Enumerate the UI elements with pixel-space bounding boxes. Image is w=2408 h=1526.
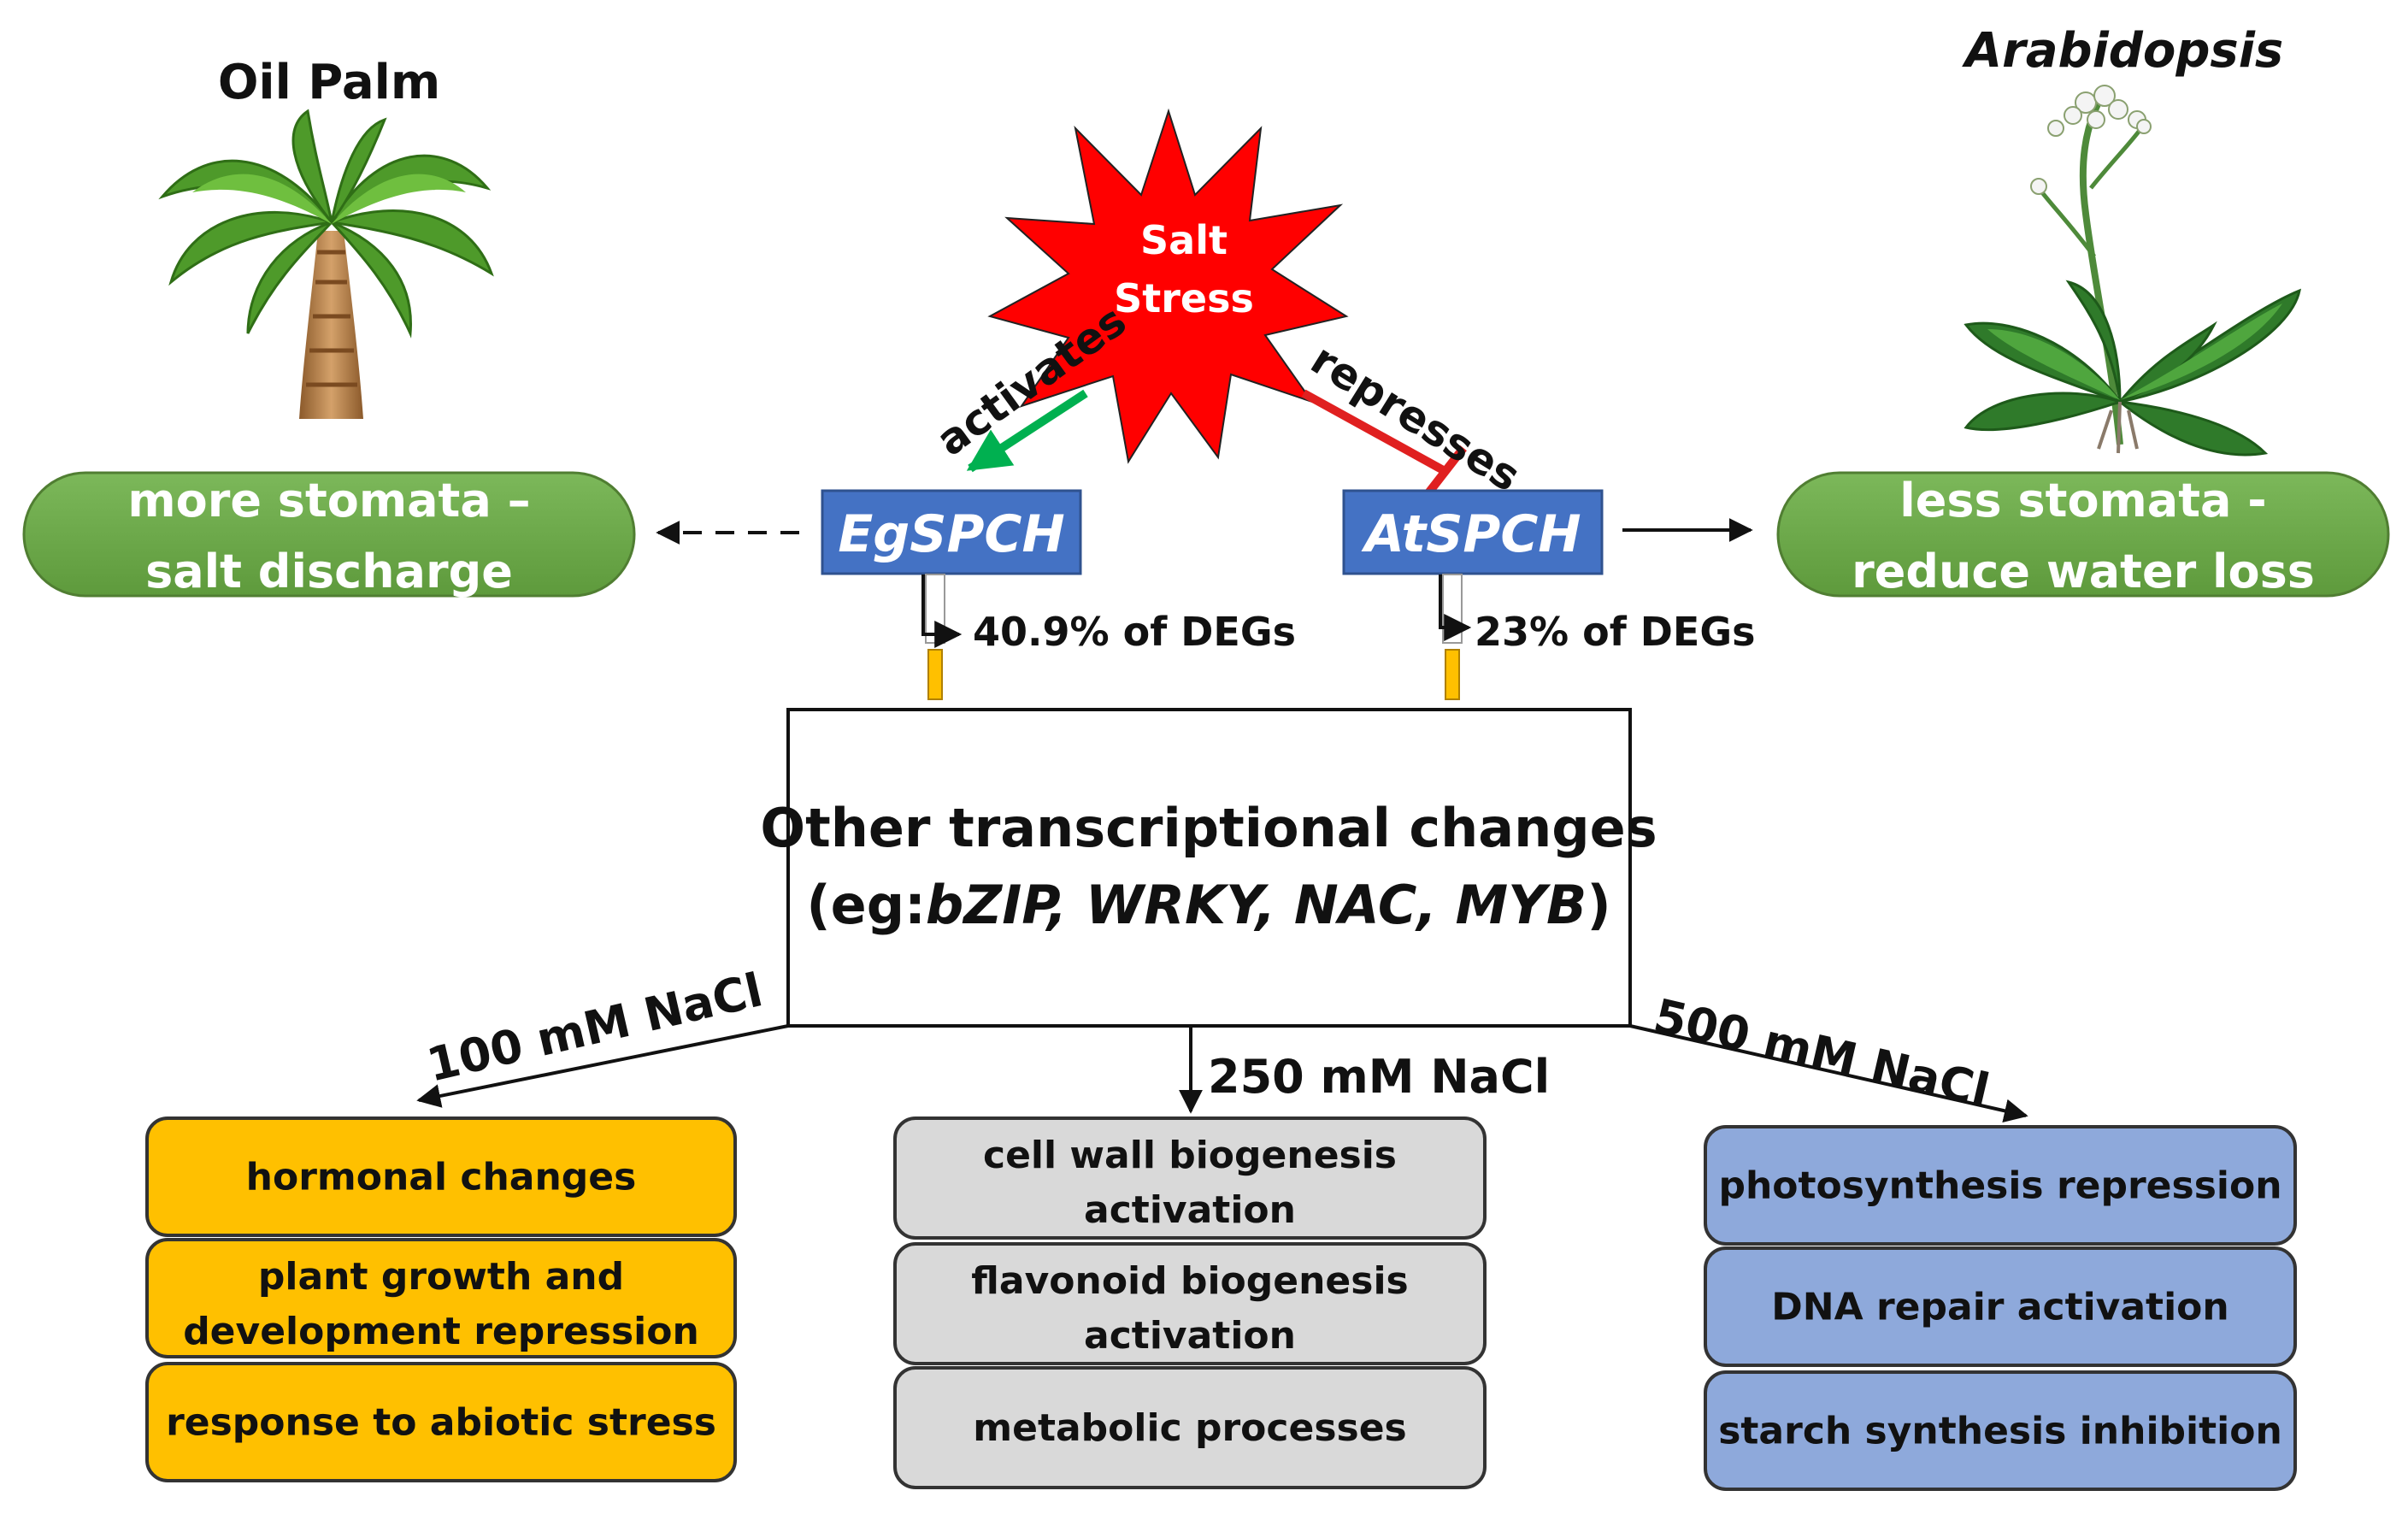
low-response-box-1: hormonal changes [145,1117,737,1237]
low-response-box-3-line1: response to abiotic stress [166,1401,716,1445]
mid-response-box-2-line2: activation [1084,1314,1296,1358]
label-100mm: 100 mM NaCl [422,963,768,1092]
oil-palm-label: Oil Palm [218,55,440,110]
arabidopsis-outcome-pill: less stomata - reduce water loss [1776,471,2390,598]
egspch-box: EgSPCH [821,489,1082,575]
high-response-box-2: DNA repair activation [1704,1246,2297,1367]
activates-arrow [966,389,1088,473]
mid-response-box-3: metabolic processes [893,1366,1487,1489]
mid-response-box-1: cell wall biogenesis activation [893,1117,1487,1240]
transcriptional-changes-box: Other transcriptional changes (eg:bZIP, … [760,708,1657,1028]
salt-stress-label-line1: Salt [1140,217,1228,263]
oil-palm-outcome-line1: more stomata – [127,474,530,527]
high-response-box-3: starch synthesis inhibition [1704,1370,2297,1491]
represses-label: represses [1303,334,1529,502]
mid-response-box-3-line1: metabolic processes [973,1406,1406,1450]
arabidopsis-label: Arabidopsis [1962,23,2284,79]
salt-stress-star: Salt Stress [987,108,1349,464]
label-500mm: 500 mM NaCl [1649,988,1994,1117]
egspch-deg-label: 40.9% of DEGs [973,609,1296,655]
low-response-box-2-line2: development repression [183,1310,699,1353]
high-response-box-2-line1: DNA repair activation [1771,1286,2228,1329]
mid-salt-responses: cell wall biogenesisactivationflavonoid … [893,1117,1487,1489]
mid-response-box-1-line1: cell wall biogenesis [983,1134,1397,1177]
oil-palm-outcome-line2: salt discharge [145,545,513,598]
palm-tree-icon [158,109,494,419]
atspch-label: AtSPCH [1361,504,1581,564]
arrow-500mm [1629,1024,2028,1123]
atspch-deg-connector [1439,574,1472,700]
high-response-box-3-line1: starch synthesis inhibition [1718,1410,2282,1453]
mid-response-box-2: flavonoid biogenesis activation [893,1242,1487,1365]
mid-response-box-1-line2: activation [1084,1188,1296,1232]
low-response-box-2: plant growth and development repression [145,1238,737,1358]
arabidopsis-plant-icon [1963,85,2302,457]
low-response-box-2-line1: plant growth and [258,1255,624,1299]
salt-stress-label-line2: Stress [1114,275,1254,321]
label-250mm: 250 mM NaCl [1208,1050,1550,1104]
arabidopsis-outcome-line1: less stomata - [1899,474,2266,527]
high-response-box-1-line1: photosynthesis repression [1718,1164,2281,1208]
represses-arrow [1301,389,1467,498]
arrow-100mm [416,1024,789,1108]
egspch-deg-connector [921,574,963,700]
arabidopsis-outcome-line2: reduce water loss [1852,545,2315,598]
mid-response-box-2-line1: flavonoid biogenesis [971,1259,1408,1303]
transcriptional-changes-title: Other transcriptional changes [760,797,1657,859]
oil-palm-outcome-pill: more stomata – salt discharge [22,471,636,598]
high-response-box-1: photosynthesis repression [1704,1125,2297,1246]
low-response-box-1-line1: hormonal changes [246,1156,637,1199]
low-response-box-3: response to abiotic stress [145,1362,737,1482]
egspch-label: EgSPCH [838,504,1064,564]
atspch-box: AtSPCH [1342,489,1604,575]
low-salt-responses: hormonal changes plant growth and developm… [145,1117,737,1482]
transcriptional-changes-examples: (eg:bZIP, WRKY, NAC, MYB) [806,874,1610,936]
atspch-deg-label: 23% of DEGs [1475,609,1756,655]
